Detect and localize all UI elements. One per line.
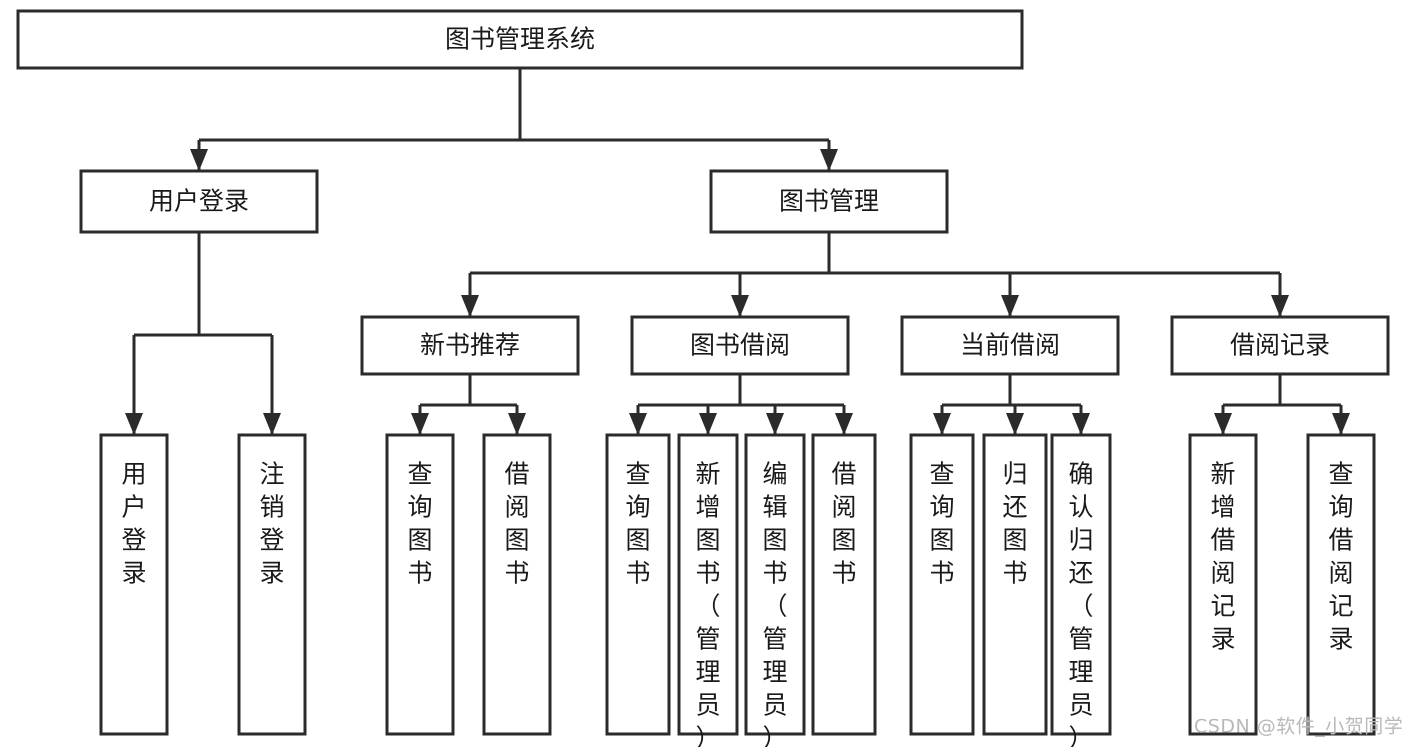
node-leaf-logout-label: 注销登录 [259, 460, 284, 588]
node-root-system-box[interactable] [16, 9, 1024, 70]
node-leaf-query-book-borrow[interactable]: 查询图书 [605, 433, 671, 736]
node-leaf-borrow-book-rec-box[interactable] [482, 433, 552, 736]
node-leaf-add-borrow-record-box[interactable] [1188, 433, 1258, 736]
node-book-borrow[interactable]: 图书借阅 [630, 315, 850, 376]
node-leaf-return-book[interactable]: 归还图书 [982, 433, 1048, 736]
node-leaf-query-book-rec-box[interactable] [385, 433, 455, 736]
node-book-manage[interactable]: 图书管理 [709, 169, 949, 234]
node-leaf-user-login-label: 用户登录 [121, 460, 146, 588]
node-leaf-confirm-return-admin[interactable]: 确认归还（管理员） [1050, 433, 1112, 747]
watermark-label: CSDN @软件_小贺同学 [1194, 716, 1403, 738]
node-leaf-user-login-box[interactable] [99, 433, 169, 736]
node-leaf-query-borrow-record[interactable]: 查询借阅记录 [1306, 433, 1376, 736]
node-leaf-confirm-return-admin-label: 确认归还（管理员） [1068, 460, 1093, 747]
node-leaf-return-book-label: 归还图书 [1002, 460, 1027, 588]
nodes-layer: 图书管理系统用户登录图书管理新书推荐图书借阅当前借阅借阅记录用户登录注销登录查询… [16, 9, 1390, 747]
node-leaf-query-book-cur-box[interactable] [909, 433, 975, 736]
node-current-borrow-box[interactable] [900, 315, 1120, 376]
node-user-login-label: 用户登录 [149, 187, 249, 216]
node-leaf-borrow-book-box[interactable] [811, 433, 877, 736]
node-current-borrow[interactable]: 当前借阅 [900, 315, 1120, 376]
node-book-borrow-box[interactable] [630, 315, 850, 376]
node-borrow-record[interactable]: 借阅记录 [1170, 315, 1390, 376]
node-root-system[interactable]: 图书管理系统 [16, 9, 1024, 70]
connectors-layer [125, 68, 1350, 435]
node-leaf-edit-book-admin[interactable]: 编辑图书（管理员） [744, 433, 806, 747]
node-new-book-rec-box[interactable] [360, 315, 580, 376]
node-leaf-query-book-borrow-box[interactable] [605, 433, 671, 736]
node-leaf-return-book-box[interactable] [982, 433, 1048, 736]
node-leaf-query-book-rec-label: 查询图书 [407, 460, 432, 588]
node-leaf-edit-book-admin-label: 编辑图书（管理员） [762, 460, 787, 747]
node-leaf-add-book-admin-box[interactable] [677, 433, 739, 736]
node-leaf-query-book-cur-label: 查询图书 [929, 460, 954, 588]
node-leaf-logout[interactable]: 注销登录 [237, 433, 307, 736]
node-user-login-box[interactable] [79, 169, 319, 234]
node-leaf-user-login[interactable]: 用户登录 [99, 433, 169, 736]
node-leaf-borrow-book-rec-label: 借阅图书 [504, 460, 529, 588]
node-leaf-query-borrow-record-label: 查询借阅记录 [1328, 460, 1353, 654]
node-new-book-rec-label: 新书推荐 [420, 331, 520, 360]
node-leaf-borrow-book[interactable]: 借阅图书 [811, 433, 877, 736]
node-book-manage-label: 图书管理 [779, 187, 879, 216]
node-leaf-add-book-admin-label: 新增图书（管理员） [695, 460, 720, 747]
node-book-manage-box[interactable] [709, 169, 949, 234]
node-borrow-record-label: 借阅记录 [1230, 331, 1330, 360]
node-leaf-logout-box[interactable] [237, 433, 307, 736]
node-book-borrow-label: 图书借阅 [690, 331, 790, 360]
node-leaf-borrow-book-label: 借阅图书 [831, 460, 856, 588]
node-leaf-query-book-cur[interactable]: 查询图书 [909, 433, 975, 736]
node-leaf-add-book-admin[interactable]: 新增图书（管理员） [677, 433, 739, 747]
node-leaf-borrow-book-rec[interactable]: 借阅图书 [482, 433, 552, 736]
node-leaf-confirm-return-admin-box[interactable] [1050, 433, 1112, 736]
node-root-system-label: 图书管理系统 [445, 25, 595, 54]
node-leaf-edit-book-admin-box[interactable] [744, 433, 806, 736]
node-current-borrow-label: 当前借阅 [960, 331, 1060, 360]
node-new-book-rec[interactable]: 新书推荐 [360, 315, 580, 376]
node-borrow-record-box[interactable] [1170, 315, 1390, 376]
node-user-login[interactable]: 用户登录 [79, 169, 319, 234]
node-leaf-query-borrow-record-box[interactable] [1306, 433, 1376, 736]
node-leaf-query-book-rec[interactable]: 查询图书 [385, 433, 455, 736]
node-leaf-query-book-borrow-label: 查询图书 [625, 460, 650, 588]
node-leaf-add-borrow-record-label: 新增借阅记录 [1210, 460, 1235, 654]
node-leaf-add-borrow-record[interactable]: 新增借阅记录 [1188, 433, 1258, 736]
